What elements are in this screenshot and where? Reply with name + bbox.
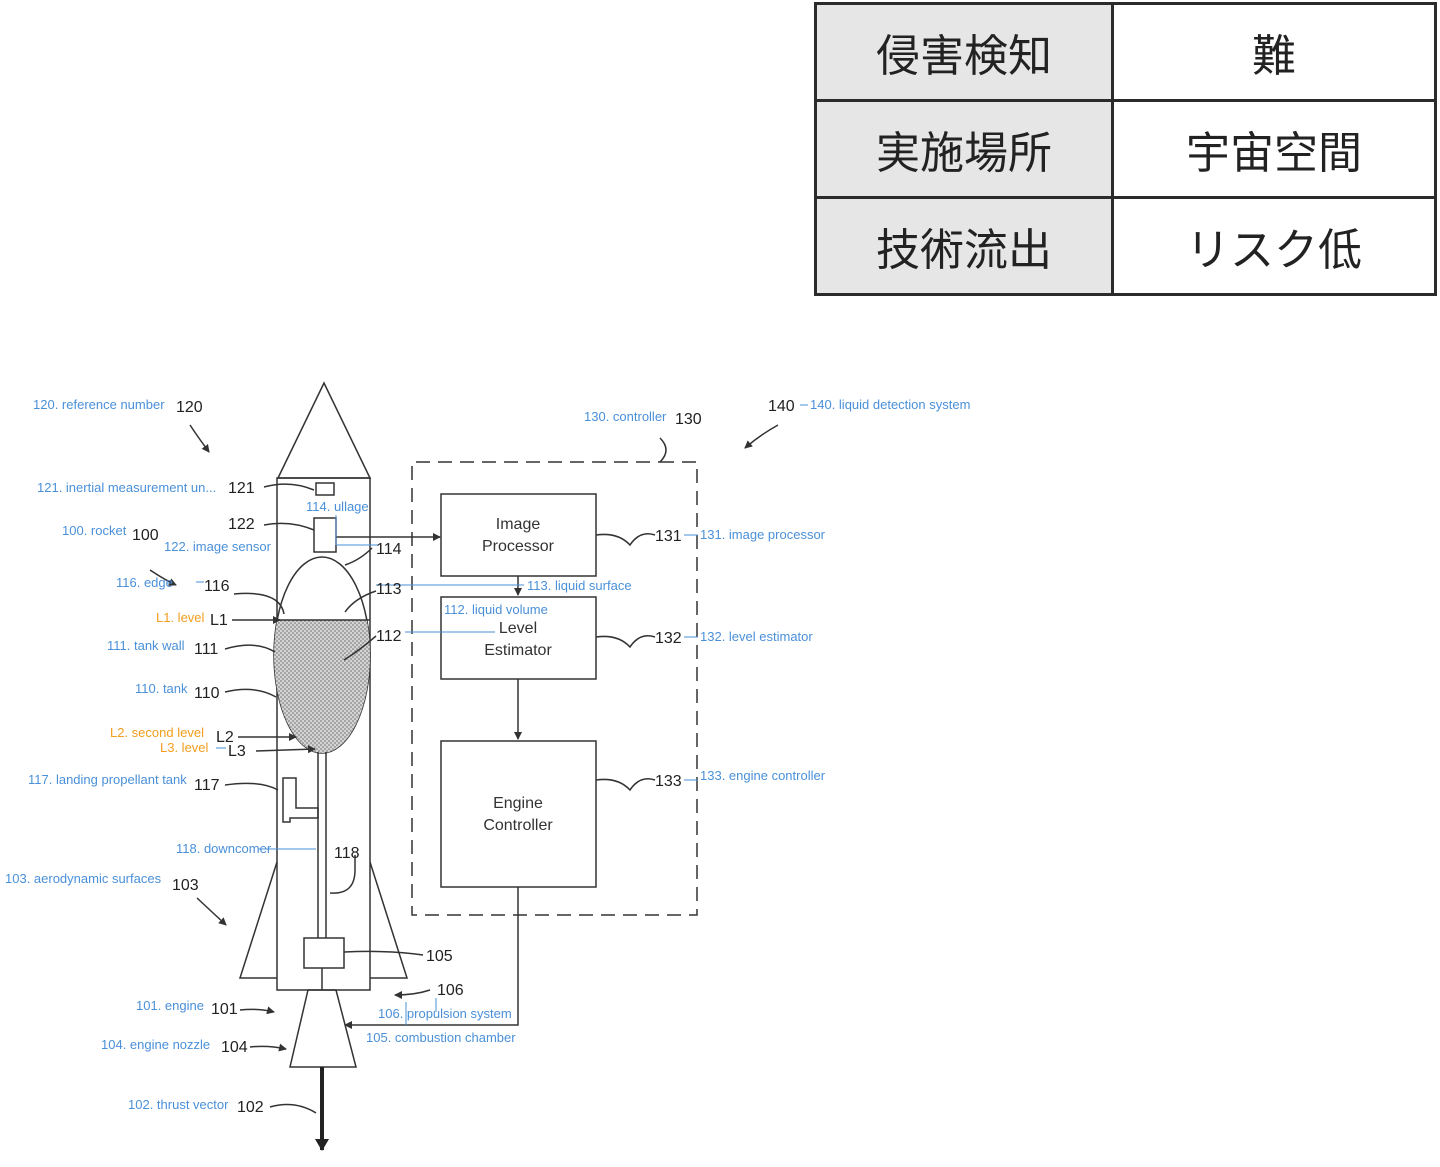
engine-controller-box: Engine Controller — [440, 740, 597, 888]
annotation-label: 101. engine — [136, 998, 204, 1013]
annotation-label: 113. liquid surface — [527, 578, 632, 593]
annotation-label: 132. level estimator — [700, 629, 813, 644]
reference-number: 130 — [675, 411, 702, 428]
table-row: 技術流出 リスク低 — [814, 196, 1437, 296]
controller-boundary — [411, 461, 698, 916]
annotation-label: 100. rocket — [62, 523, 127, 538]
annotation-label: 133. engine controller — [700, 768, 826, 783]
reference-number: 120 — [176, 399, 203, 416]
reference-number: L3 — [228, 743, 246, 760]
annotation-label: 110. tank — [135, 681, 188, 696]
box-text: Engine — [493, 795, 543, 812]
reference-number: 105 — [426, 948, 453, 965]
annotation-label: 103. aerodynamic surfaces — [5, 871, 162, 886]
reference-number: 110 — [194, 685, 220, 702]
annotation-label: 102. thrust vector — [128, 1097, 229, 1112]
table-value-cell: 難 — [1111, 2, 1437, 102]
annotation-label: L1. level — [156, 610, 205, 625]
table-key-cell: 実施場所 — [814, 99, 1114, 199]
reference-number: 113 — [376, 581, 402, 598]
reference-numbers: 120 130 140 121 122 100 114 116 113 L1 1… — [132, 398, 795, 1116]
reference-number: 100 — [132, 527, 159, 544]
reference-number: 103 — [172, 877, 199, 894]
reference-number: L1 — [210, 612, 228, 629]
reference-number: 122 — [228, 516, 255, 533]
reference-number: 111 — [194, 641, 218, 658]
reference-number: 117 — [194, 777, 220, 794]
table-value-cell: 宇宙空間 — [1111, 99, 1437, 199]
annotation-label: 140. liquid detection system — [810, 397, 970, 412]
annotation-label: 122. image sensor — [164, 539, 272, 554]
box-text: Controller — [483, 817, 553, 834]
table-key-cell: 侵害検知 — [814, 2, 1114, 102]
reference-number: 102 — [237, 1099, 264, 1116]
table-row: 侵害検知 難 — [814, 2, 1437, 102]
box-text: Processor — [482, 538, 555, 555]
annotation-label: 114. ullage — [306, 499, 369, 514]
reference-number: 132 — [655, 630, 682, 647]
info-table: 侵害検知 難 実施場所 宇宙空間 技術流出 リスク低 — [814, 2, 1437, 296]
annotation-lines — [196, 404, 808, 1025]
annotation-label: 111. tank wall — [107, 638, 185, 653]
reference-number: 116 — [204, 578, 230, 595]
annotation-label: 106. propulsion system — [378, 1006, 512, 1021]
annotation-label: 112. liquid volume — [444, 602, 548, 617]
annotation-label: 117. landing propellant tank — [28, 772, 187, 787]
box-text: Image — [496, 516, 541, 533]
reference-number: 104 — [221, 1039, 248, 1056]
annotation-label: 104. engine nozzle — [101, 1037, 210, 1052]
annotation-label: 120. reference number — [33, 397, 165, 412]
annotation-label: L3. level — [160, 740, 209, 755]
annotation-label: 130. controller — [584, 409, 667, 424]
annotation-label: 118. downcomer — [176, 841, 272, 856]
image-processor-box: Image Processor — [440, 493, 597, 577]
table-key-cell: 技術流出 — [814, 196, 1114, 296]
annotation-label: 105. combustion chamber — [366, 1030, 516, 1045]
reference-number: 106 — [437, 982, 464, 999]
annotation-label: 131. image processor — [700, 527, 826, 542]
reference-number: 133 — [655, 773, 682, 790]
table-value-cell: リスク低 — [1111, 196, 1437, 296]
reference-number: 121 — [228, 480, 255, 497]
reference-number: 118 — [334, 845, 360, 862]
annotation-label: 121. inertial measurement un... — [37, 480, 216, 495]
annotation-label: L2. second level — [110, 725, 204, 740]
box-text: Estimator — [484, 642, 552, 659]
reference-number: 114 — [376, 541, 402, 558]
box-text: Level — [499, 620, 537, 637]
annotation-labels: 120. reference number 130. controller 14… — [5, 397, 970, 1112]
leader-lines — [149, 424, 779, 1114]
level-estimator-box: Level Estimator — [440, 596, 597, 680]
reference-number: 101 — [211, 1001, 238, 1018]
reference-number: 140 — [768, 398, 795, 415]
table-row: 実施場所 宇宙空間 — [814, 99, 1437, 199]
reference-number: L2 — [216, 729, 234, 746]
annotation-label: 116. edge — [116, 575, 173, 590]
rocket-diagram: Image Processor Level Estimator Engine C… — [5, 381, 970, 1151]
reference-number: 131 — [655, 528, 682, 545]
reference-number: 112 — [376, 628, 402, 645]
